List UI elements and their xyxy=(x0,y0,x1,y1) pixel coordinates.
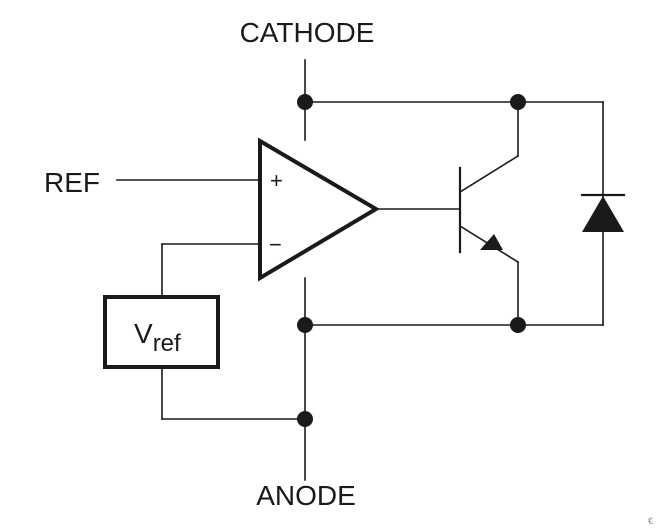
op-amp-plus-sign: + xyxy=(270,168,283,193)
junction-node-anode xyxy=(297,411,313,427)
vref-main-text: V xyxy=(134,318,153,349)
junction-node-bottom-right xyxy=(510,317,526,333)
corner-mark: € xyxy=(648,516,653,526)
junction-node-bottom-left xyxy=(297,317,313,333)
junction-node-top-right xyxy=(510,94,526,110)
vref-source xyxy=(103,295,220,369)
ref-label: REF xyxy=(44,167,100,198)
op-amp xyxy=(258,137,380,282)
emitter-arrow-icon xyxy=(480,234,503,250)
vref-label: Vref xyxy=(134,318,181,357)
op-amp-minus-sign: − xyxy=(269,232,282,257)
anode-label: ANODE xyxy=(256,480,356,511)
vref-subscript-text: ref xyxy=(153,330,181,357)
transistor-collector xyxy=(458,154,520,194)
junction-node-top-left xyxy=(297,94,313,110)
diode-icon xyxy=(582,196,624,232)
cathode-label: CATHODE xyxy=(240,17,375,48)
